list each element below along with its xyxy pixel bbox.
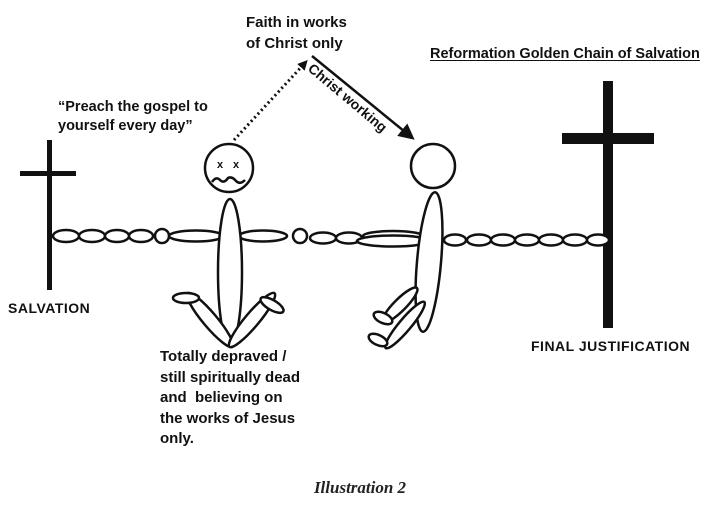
- salvation-label: SALVATION: [8, 300, 91, 316]
- diagram-title: Reformation Golden Chain of Salvation: [430, 46, 700, 62]
- final-justification-cross-icon: [562, 81, 654, 328]
- depraved-stick-figure: x x: [171, 142, 285, 349]
- svg-text:x: x: [217, 159, 224, 171]
- svg-text:x: x: [233, 159, 240, 171]
- salvation-cross-icon: [20, 140, 76, 290]
- final-justification-label: FINAL JUSTIFICATION: [531, 338, 691, 354]
- arrow-label: Christ working: [305, 60, 390, 135]
- chain: [51, 227, 611, 248]
- dead-face-icon: x x: [203, 142, 255, 194]
- sitting-stick-figure: [367, 142, 457, 350]
- dotted-arrow: [232, 60, 308, 142]
- christ-working-arrow: [311, 55, 415, 140]
- illustration-caption: Illustration 2: [313, 478, 407, 497]
- faith-label: Faith in works of Christ only: [246, 14, 347, 52]
- figure-caption: Totally depraved / still spiritually dea…: [160, 348, 301, 447]
- quote-label: “Preach the gospel to yourself every day…: [58, 99, 208, 134]
